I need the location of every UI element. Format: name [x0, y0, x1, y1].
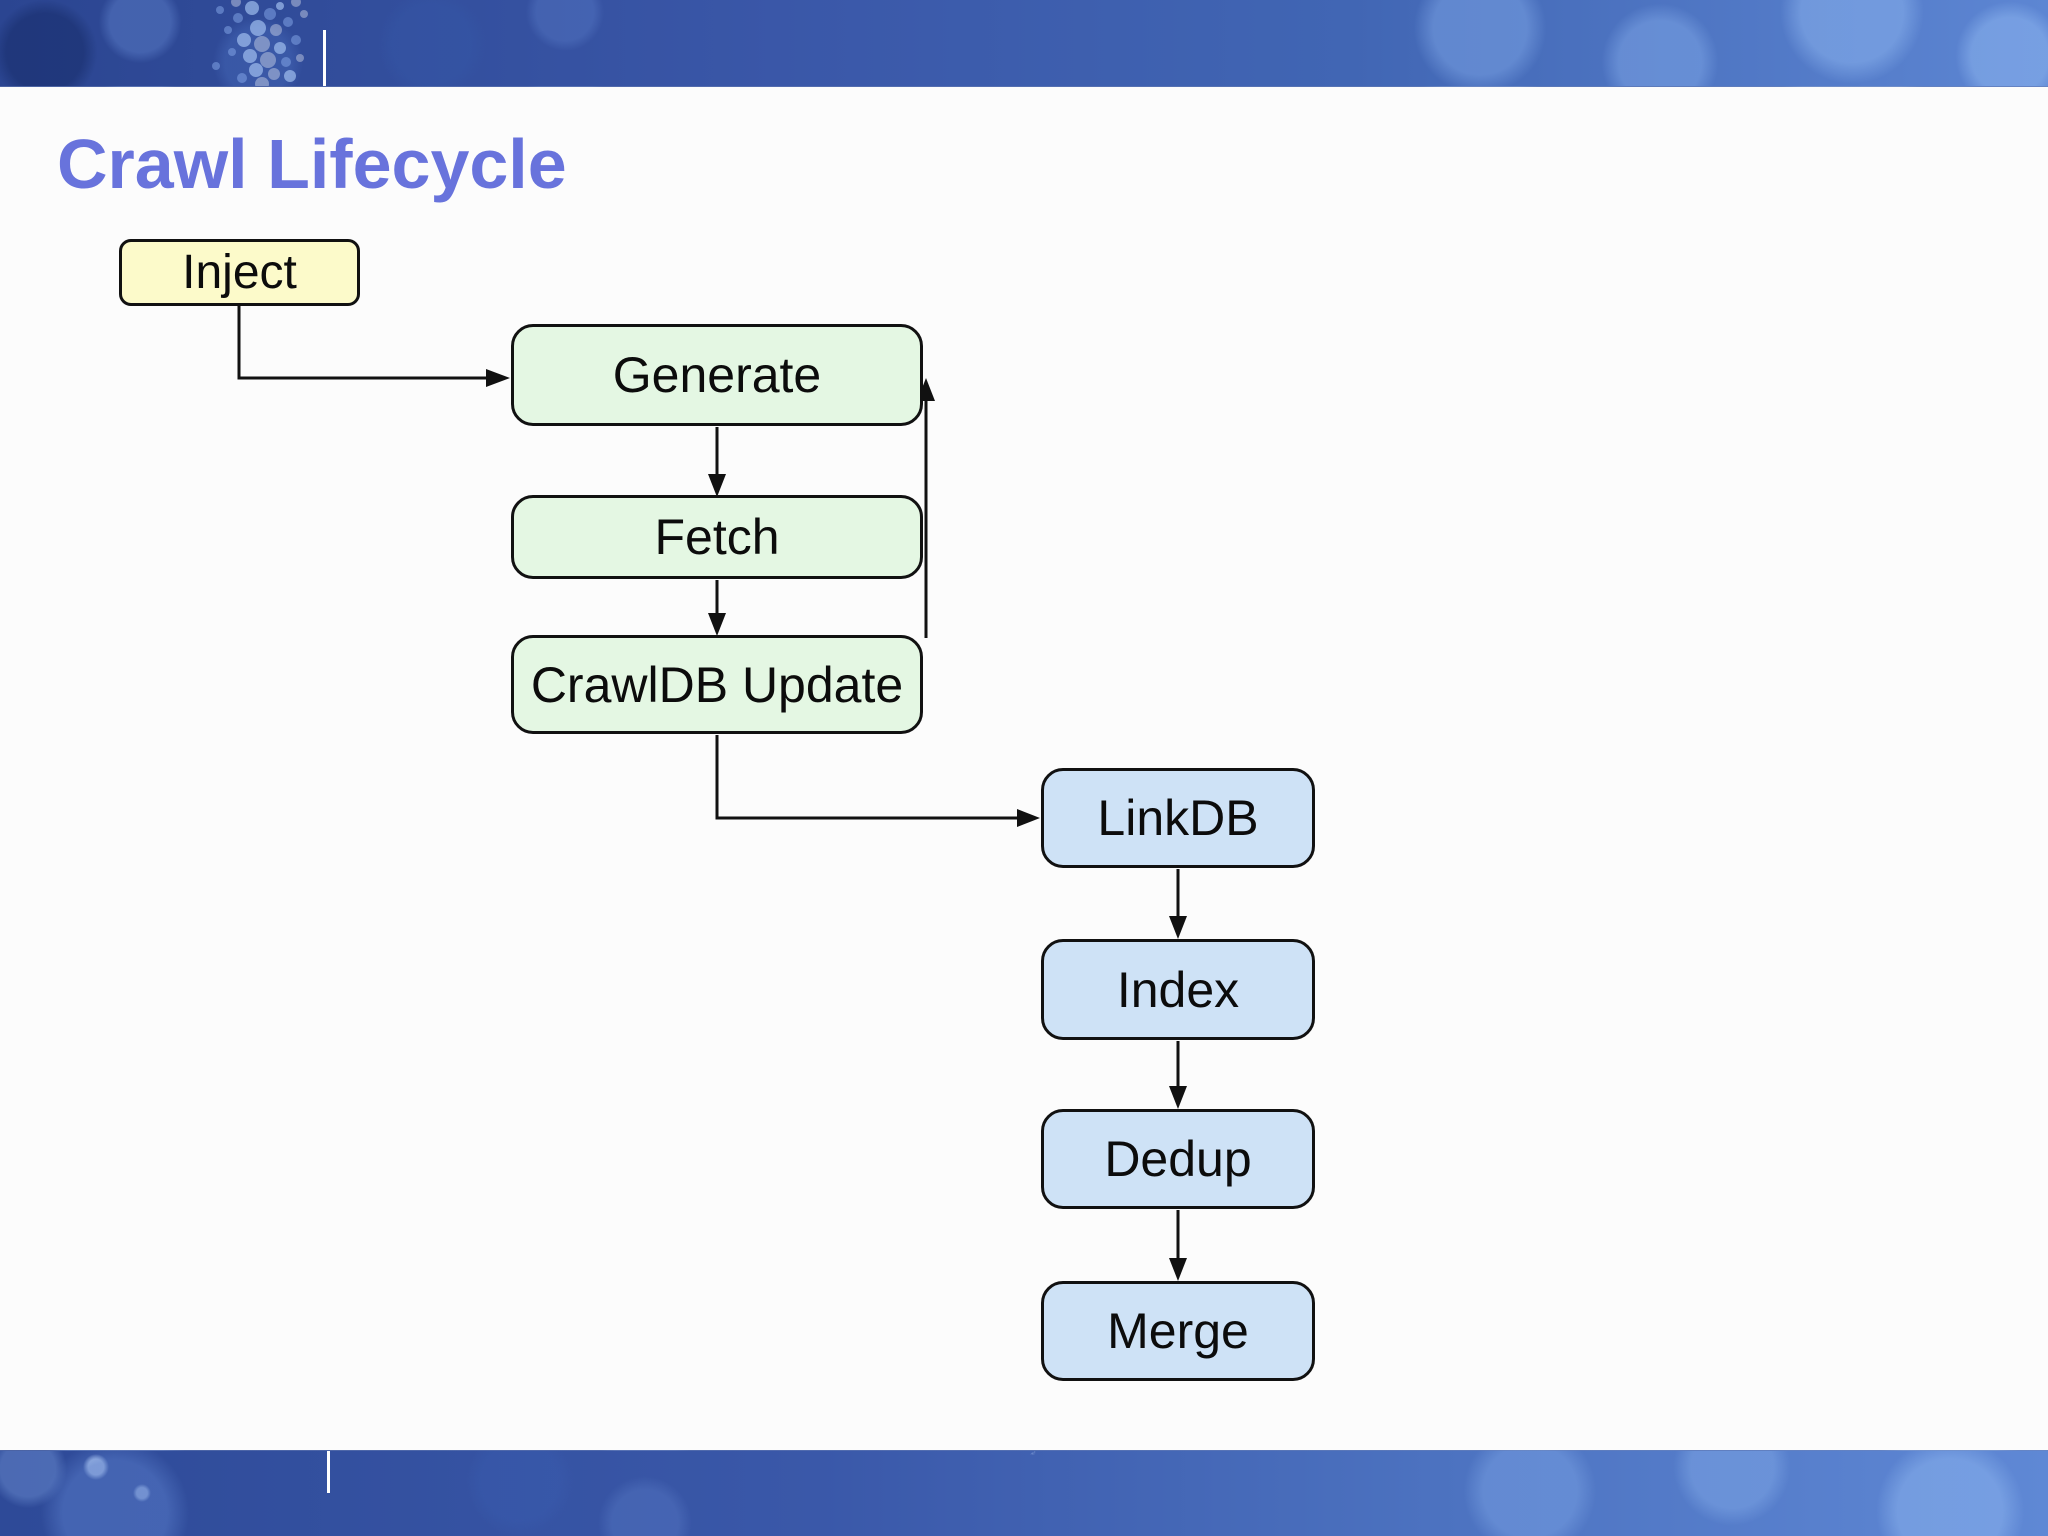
node-inject: Inject	[119, 239, 360, 306]
node-index: Index	[1041, 939, 1315, 1040]
edge-index-to-dedup	[1169, 1041, 1187, 1109]
edge-generate-to-fetch	[708, 427, 726, 497]
edge-dedup-to-merge	[1169, 1210, 1187, 1281]
node-fetch: Fetch	[511, 495, 923, 579]
edge-fetch-to-crawldb-update	[708, 580, 726, 636]
node-linkdb: LinkDB	[1041, 768, 1315, 868]
edge-crawldb-update-to-linkdb	[715, 735, 1040, 827]
node-crawldb-update: CrawlDB Update	[511, 635, 923, 734]
hex-dots-decoration-bottom	[1030, 1451, 1036, 1455]
node-generate: Generate	[511, 324, 923, 426]
node-merge: Merge	[1041, 1281, 1315, 1381]
slide-title: Crawl Lifecycle	[57, 125, 567, 203]
banner-accent-line-top	[323, 30, 326, 86]
bottom-banner	[0, 1450, 2048, 1536]
node-dedup: Dedup	[1041, 1109, 1315, 1209]
edge-inject-to-generate	[237, 306, 510, 387]
banner-accent-line-bottom	[327, 1451, 330, 1493]
edge-linkdb-to-index	[1169, 869, 1187, 939]
